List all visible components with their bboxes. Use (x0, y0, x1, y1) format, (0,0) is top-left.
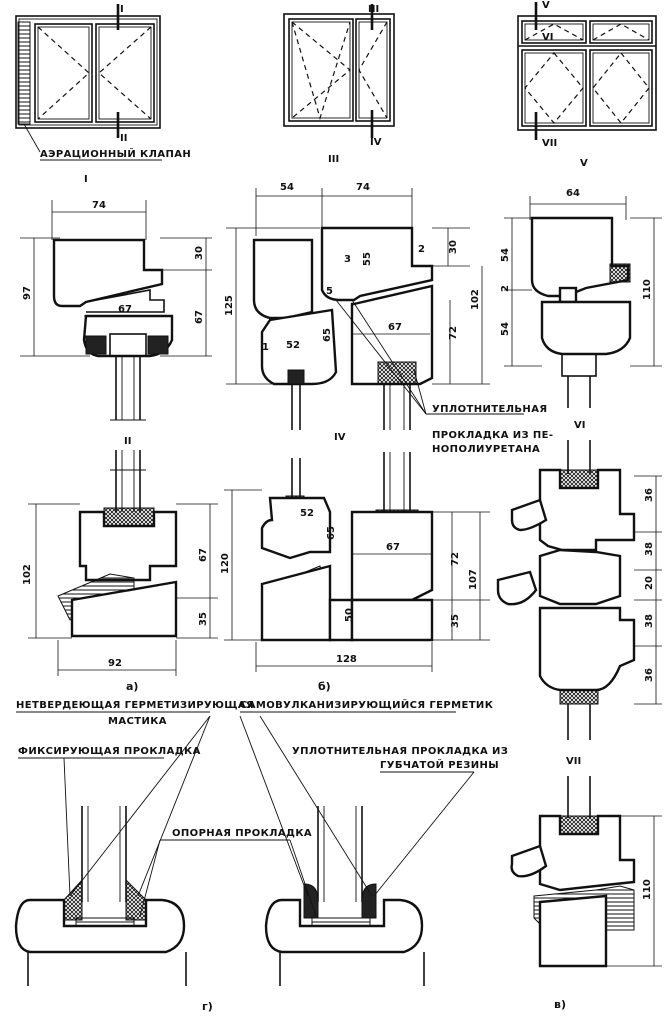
elevation-V: V VI VII V (517, 0, 657, 169)
dim-label: 72 (450, 552, 461, 566)
sealing-gasket-label-1: УПЛОТНИТЕЛЬНАЯ (432, 404, 547, 415)
aeration-valve-symbol (17, 21, 31, 125)
dim-label: 97 (22, 286, 33, 300)
sponge-gasket-label-2: ГУБЧАТОЙ РЕЗИНЫ (380, 758, 499, 771)
section-mark-VI: VI (542, 32, 553, 43)
section-v-top: 64 54 2 54 110 VI (500, 188, 662, 431)
nonhardening-mastic-label-1: НЕТВЕРДЕЮЩАЯ ГЕРМЕТИЗИРУЮЩАЯ (16, 700, 254, 711)
dim-label: 36 (644, 488, 655, 502)
dim-label: 67 (194, 310, 205, 324)
dim-label: 67 (386, 542, 400, 553)
section-mark-V: V (542, 0, 550, 11)
dim-label: 30 (448, 240, 459, 254)
section-a-top: 74 97 30 67 67 II (20, 200, 212, 447)
nonhardening-mastic-label-2: МАСТИКА (108, 716, 167, 727)
section-b-top: 54 74 125 3 55 2 5 65 52 1 67 30 72 (224, 182, 553, 455)
dim-label: 52 (286, 340, 300, 351)
dim-label: 3 (344, 254, 351, 265)
dim-label: 120 (220, 553, 231, 574)
section-mark-IV-label: IV (334, 432, 346, 443)
caption-g: г) (202, 1000, 213, 1013)
section-mark-VI-label: VI (574, 420, 585, 431)
sponge-gasket-label-1: УПЛОТНИТЕЛЬНАЯ ПРОКЛАДКА ИЗ (292, 746, 508, 757)
section-mark-II: II (120, 133, 127, 144)
dim-label: 64 (566, 188, 580, 199)
dim-label: 35 (198, 612, 209, 626)
aeration-valve-label: АЭРАЦИОННЫЙ КЛАПАН (40, 147, 191, 160)
dim-label: 36 (644, 668, 655, 682)
fixing-gasket-label: ФИКСИРУЮЩАЯ ПРОКЛАДКА (18, 746, 201, 757)
dim-label: 110 (642, 279, 653, 300)
dim-label: 67 (118, 304, 132, 315)
dim-label: 107 (468, 569, 479, 590)
dim-label: 5 (326, 286, 333, 297)
dim-label: 92 (108, 658, 122, 669)
section-a-bottom: 102 67 35 92 а) (22, 450, 218, 693)
dim-label: 65 (326, 526, 337, 540)
dim-label: 2 (418, 244, 425, 255)
dim-label: 35 (450, 614, 461, 628)
dim-label: 55 (362, 252, 373, 266)
caption-v: в) (554, 998, 566, 1011)
dim-label: 110 (642, 879, 653, 900)
dim-label: 50 (344, 608, 355, 622)
elevation-I: I II АЭРАЦИОННЫЙ КЛАПАН I (15, 4, 191, 185)
sealing-gasket-label-2: ПРОКЛАДКА ИЗ ПЕ- (432, 430, 553, 441)
dim-label: 20 (644, 576, 655, 590)
dim-label: 67 (198, 548, 209, 562)
dim-label: 128 (336, 654, 357, 665)
support-gasket-label: ОПОРНАЯ ПРОКЛАДКА (172, 828, 312, 839)
dim-label: 38 (644, 542, 655, 556)
section-v-middle: 36 38 20 38 36 VII (496, 440, 662, 767)
dim-label: 65 (322, 328, 333, 342)
section-b-bottom: 52 65 67 50 120 72 107 35 128 б) (220, 452, 490, 693)
section-g: НЕТВЕРДЕЮЩАЯ ГЕРМЕТИЗИРУЮЩАЯ МАСТИКА ФИК… (14, 698, 508, 1013)
dim-label: 54 (500, 322, 511, 336)
elevation-III: III IV III (283, 4, 395, 165)
dim-label: 102 (470, 289, 481, 310)
elevation-V-caption: V (580, 158, 588, 169)
section-v-bottom: 110 в) (510, 776, 662, 1011)
section-mark-VII: VII (542, 138, 557, 149)
caption-a: а) (126, 680, 138, 693)
section-mark-III: III (368, 4, 379, 15)
dim-label: 67 (388, 322, 402, 333)
dim-label: 54 (280, 182, 294, 193)
dim-label: 52 (300, 508, 314, 519)
elevation-I-caption: I (84, 174, 88, 185)
sealing-gasket-label-3: НОПОЛИУРЕТАНА (432, 444, 540, 455)
section-mark-I: I (120, 4, 124, 15)
dim-label: 102 (22, 564, 33, 585)
dim-label: 74 (356, 182, 370, 193)
dim-label: 2 (500, 285, 511, 292)
self-vulcanizing-label: САМОВУЛКАНИЗИРУЮЩИЙСЯ ГЕРМЕТИК (240, 698, 494, 711)
dim-label: 125 (224, 295, 235, 316)
dim-label: 54 (500, 248, 511, 262)
dim-label: 38 (644, 614, 655, 628)
elevation-III-caption: III (328, 154, 339, 165)
caption-b: б) (318, 680, 331, 693)
dim-label: 1 (262, 342, 269, 353)
dim-label: 30 (194, 246, 205, 260)
dim-label: 74 (92, 200, 106, 211)
dim-label: 72 (448, 326, 459, 340)
section-mark-II-label: II (124, 436, 131, 447)
section-mark-VII-label: VII (566, 756, 581, 767)
section-mark-IV: IV (370, 137, 382, 148)
